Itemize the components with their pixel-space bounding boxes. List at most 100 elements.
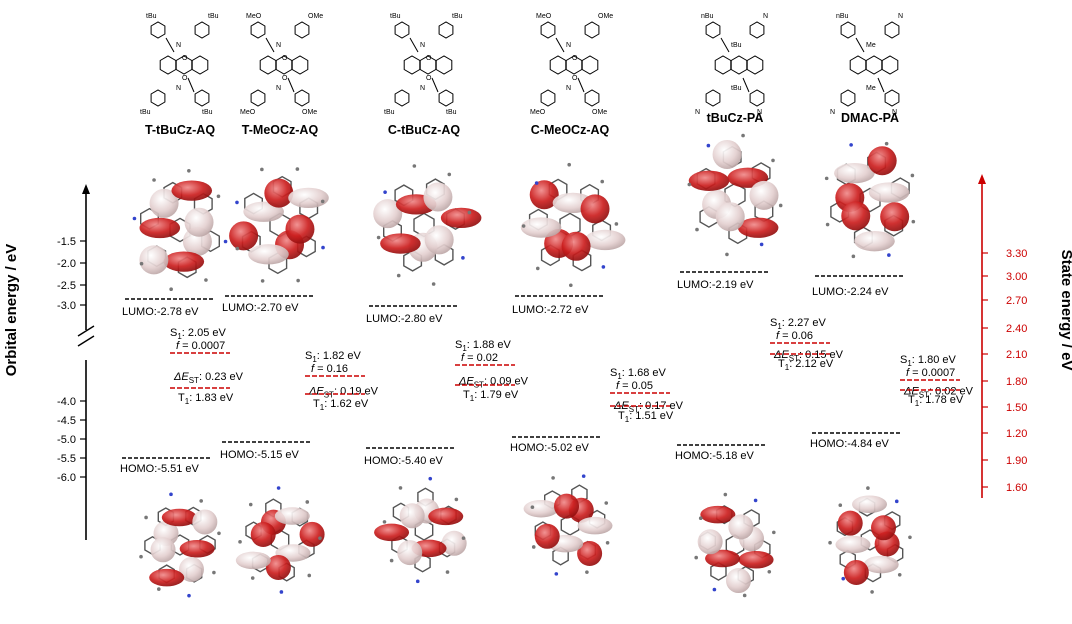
atom: [581, 474, 586, 478]
orbital-lobe: [149, 568, 185, 587]
atom: [521, 224, 526, 228]
homo-label: HOMO:-4.84 eV: [810, 438, 890, 450]
atom: [712, 587, 717, 592]
structure-atom-label: N: [420, 42, 425, 49]
structure-atom-label: MeO: [530, 109, 546, 116]
structure-atom-label: tBu: [446, 109, 457, 116]
chemical-structure: [840, 21, 900, 107]
atom: [910, 173, 915, 178]
structure-atom-label: N: [276, 85, 281, 92]
atom: [461, 536, 466, 540]
structure-atom-label: N: [892, 109, 897, 116]
orbital-lobe: [854, 231, 895, 252]
atom: [187, 168, 191, 173]
atom: [144, 515, 148, 520]
atom: [260, 167, 264, 172]
atom: [396, 273, 401, 278]
atom: [851, 254, 856, 259]
atom: [849, 143, 853, 147]
atom: [725, 252, 729, 257]
atom: [897, 572, 902, 577]
left-tick: -1.5: [57, 236, 76, 248]
orbital-lobe: [424, 225, 454, 255]
structure-atom-label: tBu: [731, 42, 742, 49]
molecule-name: T-MeOCz-AQ: [242, 123, 319, 137]
orbital-lobe: [688, 170, 730, 191]
orbital-lobe: [577, 516, 613, 535]
orbital-lobe: [264, 178, 294, 208]
atom: [157, 587, 161, 591]
atom: [276, 486, 281, 490]
structure-atom-label: MeO: [246, 13, 262, 20]
atom: [216, 194, 221, 199]
structure-atom-label: N: [276, 42, 281, 49]
orbital-lobe: [288, 187, 329, 209]
structure-atom-label: N: [695, 109, 700, 116]
t1-energy: T1: 1.62 eV: [313, 398, 369, 412]
structure-atom-label: tBu: [390, 13, 401, 20]
atom: [295, 167, 300, 171]
orbital-lobe: [428, 507, 464, 526]
chemical-structure: [705, 21, 765, 107]
s1-energy: S1: 2.27 eV: [770, 317, 826, 331]
atom: [866, 486, 870, 490]
atom: [132, 216, 137, 221]
structure-atom-label: tBu: [140, 109, 151, 116]
lumo-label: LUMO:-2.78 eV: [122, 306, 199, 318]
atom: [687, 182, 692, 187]
atom: [307, 573, 312, 578]
s1-energy: S1: 1.82 eV: [305, 350, 361, 364]
t1-energy: T1: 1.51 eV: [618, 410, 674, 424]
left-tick: -6.0: [57, 472, 76, 484]
s1-energy: S1: 1.80 eV: [900, 354, 956, 368]
orbital-lobe: [868, 182, 910, 203]
atom: [601, 265, 606, 269]
structure-atom-label: N: [566, 85, 571, 92]
orbital-lobe: [715, 202, 745, 232]
orbital-lobe: [274, 507, 310, 525]
molecule-name: tBuCz-PA: [707, 111, 764, 125]
structure-atom-label: MeO: [536, 13, 552, 20]
delta-est: ΔEST: 0.02 eV: [903, 386, 974, 400]
atom: [884, 141, 889, 146]
atom: [759, 242, 764, 247]
orbital-lobe: [749, 180, 779, 210]
orbital-lobe: [440, 207, 482, 229]
atom: [169, 287, 173, 292]
atom: [824, 176, 829, 181]
orbital-lobe: [529, 180, 559, 210]
atom: [412, 164, 417, 168]
atom: [569, 283, 573, 288]
homo-label: HOMO:-5.51 eV: [120, 463, 200, 475]
orbital-lobe: [265, 554, 291, 580]
chemical-structure: [250, 21, 310, 107]
lumo-label: LUMO:-2.70 eV: [222, 302, 299, 314]
right-axis: 3.30 3.00 2.70 2.40 2.10 1.80 1.50 1.20 …: [978, 174, 1072, 498]
left-tick: -2.0: [57, 258, 76, 270]
structure-atom-label: tBu: [202, 109, 213, 116]
orbital-lobe: [534, 523, 560, 549]
oscillator-strength: f = 0.0007: [906, 367, 955, 379]
atom: [445, 570, 450, 574]
orbital-lobe: [705, 549, 741, 568]
orbital-lobe: [520, 217, 562, 238]
structure-atom-label: Me: [866, 85, 876, 92]
structure-atom-label: O: [182, 55, 188, 62]
atom: [698, 516, 703, 521]
orbital-lobe: [171, 180, 213, 201]
orbital-lobe: [250, 522, 276, 548]
orbital-lobe: [577, 540, 603, 566]
atom: [887, 253, 891, 257]
s1-energy: S1: 2.05 eV: [170, 327, 226, 341]
atom: [318, 536, 322, 540]
structure-atom-label: O: [182, 75, 188, 82]
atom: [431, 282, 436, 286]
right-tick: 1.80: [1006, 376, 1027, 388]
orbital-lobe: [554, 493, 580, 519]
